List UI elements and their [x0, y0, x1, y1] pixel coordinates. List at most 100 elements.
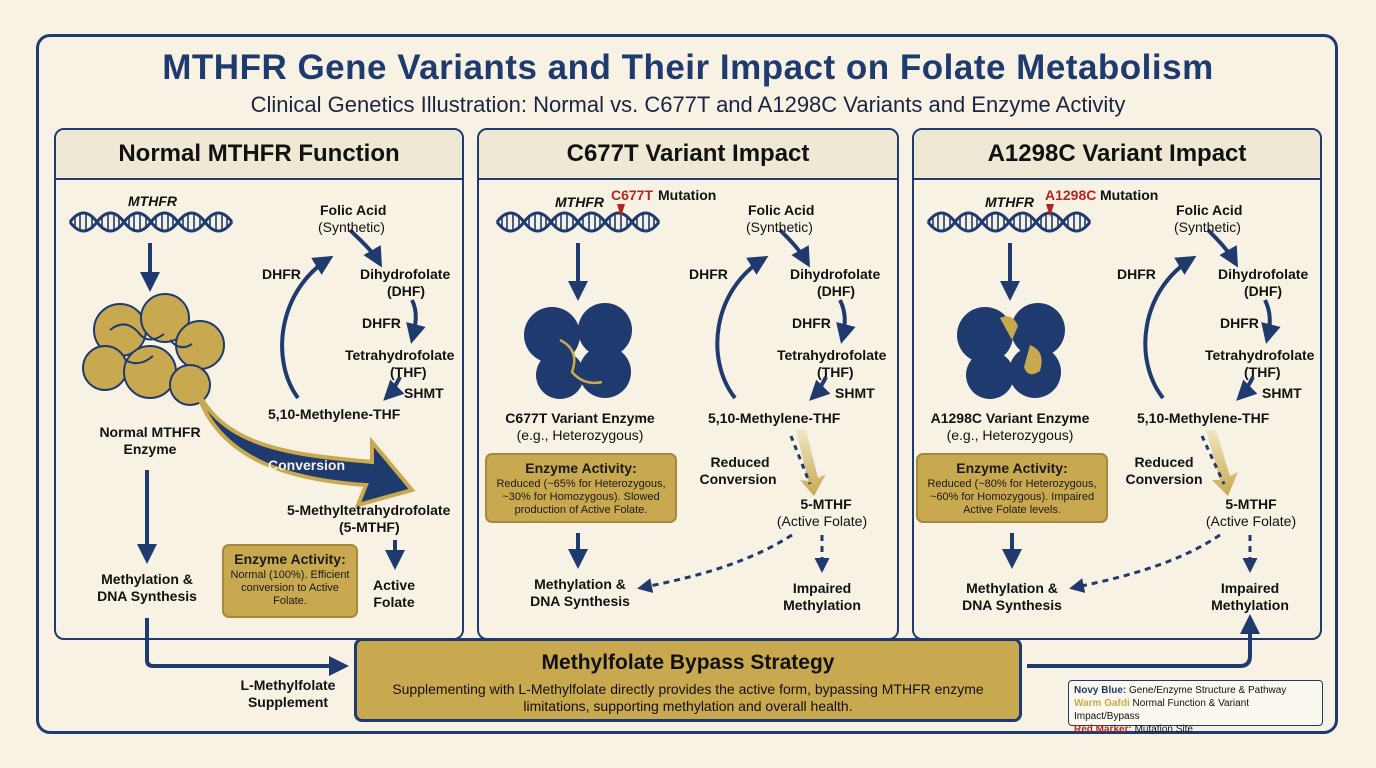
outcome-label: DNA Synthesis [962, 597, 1062, 613]
enzyme-activity-box: Enzyme Activity: Normal (100%). Efficien… [222, 544, 358, 618]
folic-acid-subtext: (Synthetic) [318, 219, 385, 235]
legend-key: Red Marker: [1074, 724, 1132, 735]
outcome-label: DNA Synthesis [97, 588, 197, 604]
product-label: 5-MTHF [800, 496, 852, 512]
thf-label: (THF) [1244, 364, 1281, 380]
folic-acid-subtext: (Synthetic) [1174, 219, 1241, 235]
mutation-marker-icon [1046, 204, 1054, 217]
c677t-enzyme-icon [524, 303, 632, 399]
outcome-label: Impaired [1220, 580, 1280, 596]
activity-heading: Enzyme Activity: [525, 460, 637, 476]
methylene-thf-label: 5,10-Methylene-THF [1137, 410, 1270, 426]
reduced-conversion-arrow [1206, 430, 1238, 496]
folate-cycle-arrows [280, 228, 1281, 401]
folic-acid-label: Folic Acid [1176, 202, 1243, 218]
bypass-text: Supplementing with L-Methylfolate direct… [392, 681, 984, 714]
conversion-label: Conversion [268, 457, 346, 473]
pathway-arrows [137, 470, 1260, 676]
conversion-arrow [193, 384, 416, 509]
thf-label: (THF) [817, 364, 854, 380]
activity-text: Reduced (~80% for Heterozygous, ~60% for… [927, 478, 1097, 516]
enzyme-activity-box: Enzyme Activity: Reduced (~65% for Heter… [485, 453, 677, 523]
mutation-marker-icon [617, 204, 625, 217]
gene-label: MTHFR [555, 194, 604, 210]
normal-enzyme-icon [82, 293, 225, 406]
activity-text: Normal (100%). Efficient conversion to A… [230, 569, 350, 607]
outcome-label: Impaired [792, 580, 852, 596]
page-subtitle: Clinical Genetics Illustration: Normal v… [250, 92, 1126, 117]
dna-helix-icon [68, 211, 234, 233]
dhfr-label: DHFR [1220, 315, 1259, 331]
reduced-conversion-label: Conversion [699, 471, 777, 487]
dhf-label: (DHF) [817, 283, 856, 299]
activity-heading: Enzyme Activity: [234, 551, 346, 567]
tetrahydrofolate-label: Tetrahydrofolate [1205, 347, 1315, 363]
panel-c677t-heading: C677T Variant Impact [479, 130, 897, 180]
outcome-label: Methylation [1211, 597, 1289, 613]
panel-a1298c-heading: A1298C Variant Impact [914, 130, 1320, 180]
legend-item: Warm Gafdi Normal Function & Variant Imp… [1074, 697, 1317, 723]
enzyme-label: Enzyme [123, 441, 177, 457]
a1298c-enzyme-icon [957, 303, 1065, 399]
legend-key: Warm Gafdi [1074, 698, 1130, 709]
impaired-pathway-arrows [637, 533, 1258, 594]
enzyme-activity-box: Enzyme Activity: Reduced (~80% for Heter… [916, 453, 1108, 523]
shmt-label: SHMT [1262, 385, 1302, 401]
dhfr-label: DHFR [362, 315, 401, 331]
shmt-label: SHMT [835, 385, 875, 401]
outcome-label: Folate [373, 594, 415, 610]
supplement-label: L-Methylfolate [240, 677, 336, 693]
reduced-conversion-label: Reduced [1134, 454, 1194, 470]
product-label: (Active Folate) [776, 513, 868, 529]
product-label: 5-MTHF [1225, 496, 1277, 512]
mutation-label: Mutation [658, 187, 717, 203]
bypass-strategy-box: Methylfolate Bypass Strategy Supplementi… [354, 638, 1022, 722]
thf-label: (THF) [390, 364, 427, 380]
dna-helix-icon [495, 211, 661, 233]
outcome-label: Methylation [783, 597, 861, 613]
mutation-code: C677T [611, 187, 654, 203]
reduced-conversion-arrow [789, 435, 812, 485]
legend-item: Red Marker: Mutation Site [1074, 723, 1317, 736]
folic-acid-label: Folic Acid [748, 202, 815, 218]
dna-helix-icon [926, 211, 1092, 233]
outer-frame [36, 34, 1338, 734]
shmt-label: SHMT [404, 385, 444, 401]
panel-normal-heading: Normal MTHFR Function [56, 130, 462, 180]
product-label: (5-MTHF) [339, 519, 400, 535]
mutation-label: Mutation [1100, 187, 1159, 203]
enzyme-label: A1298C Variant Enzyme [930, 410, 1090, 426]
dhfr-label: DHFR [262, 266, 301, 282]
methylene-thf-label: 5,10-Methylene-THF [708, 410, 841, 426]
outcome-label: Methylation & [101, 571, 193, 587]
reduced-conversion-label: Reduced [710, 454, 770, 470]
activity-heading: Enzyme Activity: [956, 460, 1068, 476]
dhf-label: (DHF) [1244, 283, 1283, 299]
dhf-label: (DHF) [387, 283, 426, 299]
tetrahydrofolate-label: Tetrahydrofolate [777, 347, 887, 363]
activity-text: Reduced (~65% for Heterozygous, ~30% for… [496, 478, 666, 516]
legend-item: Novy Blue: Gene/Enzyme Structure & Pathw… [1074, 684, 1317, 697]
outcome-label: DNA Synthesis [530, 593, 630, 609]
dhfr-label: DHFR [689, 266, 728, 282]
dihydrofolate-label: Dihydrofolate [1218, 266, 1309, 282]
legend-text: Gene/Enzyme Structure & Pathway [1129, 685, 1287, 696]
reduced-conversion-arrow [796, 430, 826, 496]
dihydrofolate-label: Dihydrofolate [360, 266, 451, 282]
legend-text: Normal Function & Variant Impact/Bypass [1074, 698, 1250, 722]
reduced-conversion-arrow [1200, 435, 1226, 485]
legend-text: Mutation Site [1134, 724, 1193, 735]
bypass-heading: Methylfolate Bypass Strategy [541, 651, 835, 674]
gene-label: MTHFR [128, 193, 177, 209]
legend-key: Novy Blue: [1074, 685, 1127, 696]
enzyme-label: (e.g., Heterozygous) [946, 427, 1074, 443]
reduced-conversion-label: Conversion [1125, 471, 1203, 487]
outcome-label: Methylation & [966, 580, 1058, 596]
enzyme-label: (e.g., Heterozygous) [516, 427, 644, 443]
tetrahydrofolate-label: Tetrahydrofolate [345, 347, 455, 363]
legend: Novy Blue: Gene/Enzyme Structure & Pathw… [1068, 680, 1323, 735]
enzyme-label: C677T Variant Enzyme [505, 410, 655, 426]
folic-acid-label: Folic Acid [320, 202, 387, 218]
enzyme-label: Normal MTHFR [99, 424, 201, 440]
